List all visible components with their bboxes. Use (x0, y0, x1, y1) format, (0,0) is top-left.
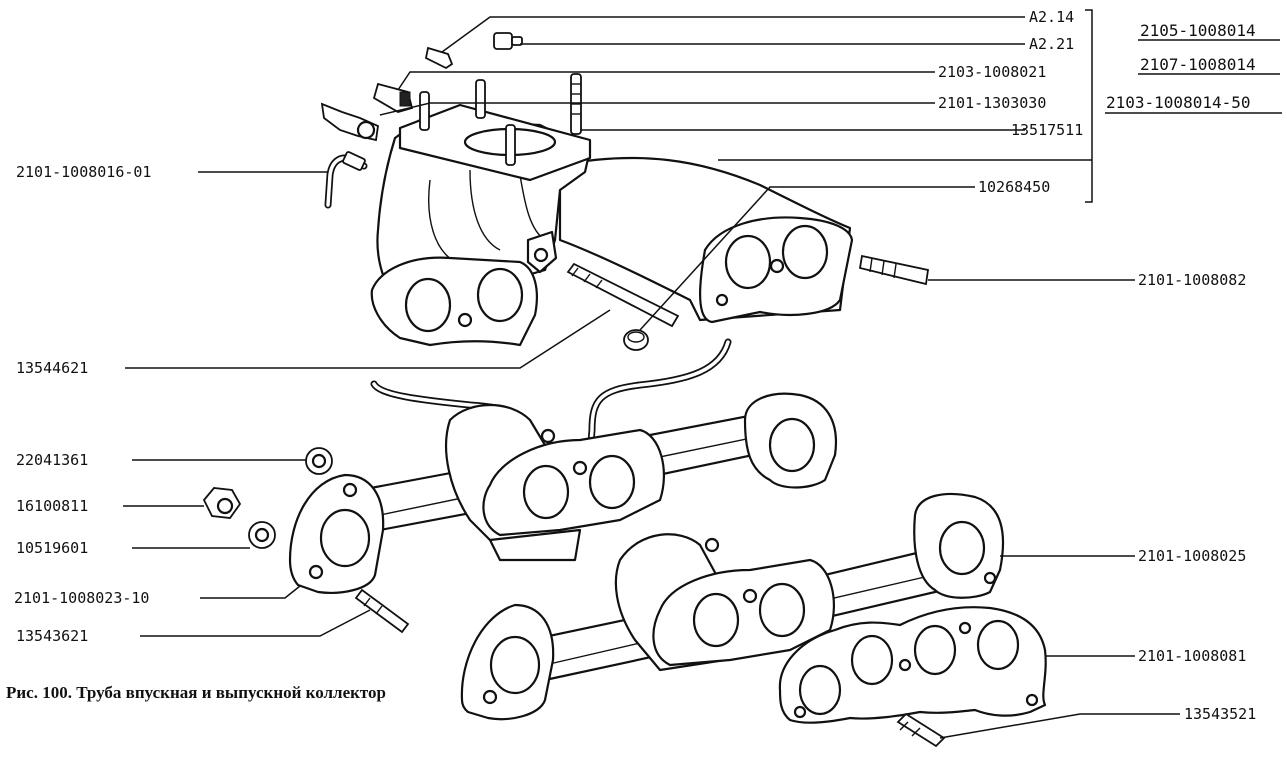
label-2101-1303030: 2101-1303030 (938, 94, 1046, 112)
label-13543521: 13543521 (1184, 705, 1256, 723)
figure-caption: Рис. 100. Труба впускная и выпускной кол… (6, 683, 386, 702)
label-2101-1008081: 2101-1008081 (1138, 647, 1246, 665)
label-2103-1008021: 2103-1008021 (938, 63, 1046, 81)
assembly-ref-3: 2103-1008014-50 (1106, 93, 1251, 112)
label-16100811: 16100811 (16, 497, 88, 515)
label-10268450: 10268450 (978, 178, 1050, 196)
stud-pad-3 (505, 124, 516, 166)
intake-manifold (370, 103, 854, 347)
stud-13543521 (896, 712, 946, 748)
stud-pad-1 (475, 79, 486, 119)
label-10519601: 10519601 (16, 539, 88, 557)
exhaust-manifold-2101-1008025 (460, 493, 1004, 721)
nut-10268450 (623, 329, 649, 351)
plug-2103-1008021 (372, 82, 414, 113)
bolt-a2-21 (493, 32, 523, 50)
stud-pad-2 (419, 91, 430, 131)
stud-13543621 (354, 588, 410, 634)
assembly-ref-2: 2107-1008014 (1140, 55, 1256, 74)
nut-16100811 (202, 487, 242, 519)
label-2101-1008023-10: 2101-1008023-10 (14, 589, 149, 607)
label-a2-21: A2.21 (1029, 35, 1074, 53)
washer-22041361 (305, 447, 333, 475)
label-2101-1008025: 2101-1008025 (1138, 547, 1246, 565)
label-a2-14: A2.14 (1029, 8, 1074, 26)
sensor-2101-1303030 (320, 102, 379, 142)
assembly-ref-1: 2105-1008014 (1140, 21, 1256, 40)
label-13517511: 13517511 (1011, 121, 1083, 139)
leader-lines (123, 9, 1282, 739)
label-13543621: 13543621 (16, 627, 88, 645)
stud-13517511 (570, 73, 582, 135)
stud-2101-1008082 (858, 254, 930, 286)
gasket-2101-1008081 (778, 606, 1047, 724)
fitting-a2-14 (424, 46, 454, 70)
label-13544621: 13544621 (16, 359, 88, 377)
part-labels: A2.14 A2.21 2103-1008021 2101-1303030 13… (6, 8, 1256, 723)
label-2101-1008082: 2101-1008082 (1138, 271, 1246, 289)
washer-10519601 (248, 521, 276, 549)
pipe-2101-1008016-01 (324, 151, 368, 209)
label-22041361: 22041361 (16, 451, 88, 469)
exhaust-manifold-2101-1008023-10 (288, 392, 838, 594)
stud-13544621 (566, 262, 680, 328)
label-2101-1008016-01: 2101-1008016-01 (16, 163, 151, 181)
